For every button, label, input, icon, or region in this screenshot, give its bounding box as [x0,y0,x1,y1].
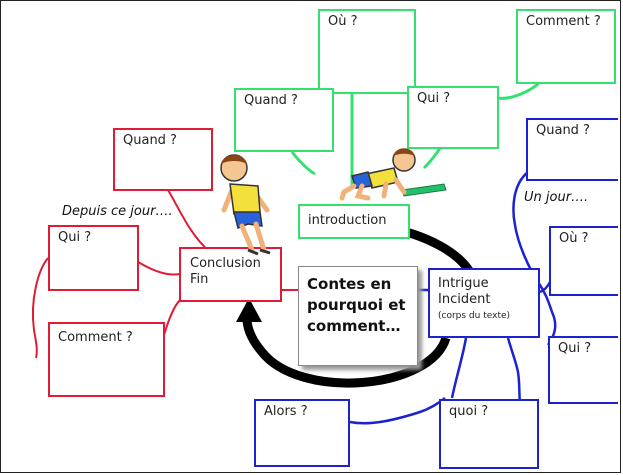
annotation-un-jour: Un jour…. [524,190,589,205]
green-box-qui: Qui ? [407,86,499,149]
introduction-box: introduction [298,204,410,239]
intrigue-box: Intrigue Incident (corps du texte) [428,268,540,338]
green-box-quand: Quand ? [234,88,334,152]
red-box-quand: Quand ? [113,128,213,191]
central-line2: pourquoi et [307,296,406,314]
green-box-qui-label: Qui ? [417,91,451,106]
blue-box-qui-label: Qui ? [558,341,592,356]
blue-connector [450,337,468,399]
red-connector [32,257,49,359]
conclusion-line1: Conclusion [190,256,261,271]
intrigue-line1: Intrigue [438,276,489,291]
blue-box-ou: Où ? [549,226,618,296]
green-box-quand-label: Quand ? [244,93,298,108]
blue-connector [506,337,522,403]
red-box-comment-label: Comment ? [58,330,133,345]
red-box-comment: Comment ? [48,322,165,397]
blue-box-quand: Quand ? [526,118,618,181]
standing-child-figure [220,154,271,256]
blue-box-quand-label: Quand ? [536,123,590,138]
red-connector [163,299,181,336]
red-connector [167,189,211,253]
blue-box-alors-label: Alors ? [264,404,308,419]
conclusion-box: Conclusion Fin [179,247,282,302]
conclusion-line2: Fin [190,272,209,287]
red-box-qui-label: Qui ? [58,230,92,245]
central-line1: Contes en [307,275,392,293]
green-connector [497,80,542,100]
blue-box-qui: Qui ? [548,336,618,404]
annotation-depuis: Depuis ce jour…. [62,204,173,219]
green-box-ou-label: Où ? [328,14,358,29]
green-box-ou: Où ? [318,9,416,94]
intrigue-note: (corps du texte) [438,311,511,321]
introduction-label: introduction [308,213,387,228]
cycle-arrow [242,313,451,388]
blue-box-quoi: quoi ? [439,399,539,469]
crawling-child-figure [339,148,447,201]
blue-box-alors: Alors ? [254,399,350,467]
red-box-qui: Qui ? [48,225,139,291]
red-box-quand-label: Quand ? [123,133,177,148]
central-theme-box: Contes en pourquoi et comment… [298,266,418,366]
green-connector [422,147,442,170]
central-line3: comment… [307,317,401,335]
blue-box-quoi-label: quoi ? [449,404,489,419]
intrigue-line2: Incident [438,292,491,307]
green-box-comment: Comment ? [516,9,616,84]
red-connector [137,261,181,276]
blue-connector [349,397,446,425]
green-connector [290,151,316,176]
green-box-comment-label: Comment ? [526,14,601,29]
blue-box-ou-label: Où ? [559,231,589,246]
cycle-arrowhead [236,298,262,322]
